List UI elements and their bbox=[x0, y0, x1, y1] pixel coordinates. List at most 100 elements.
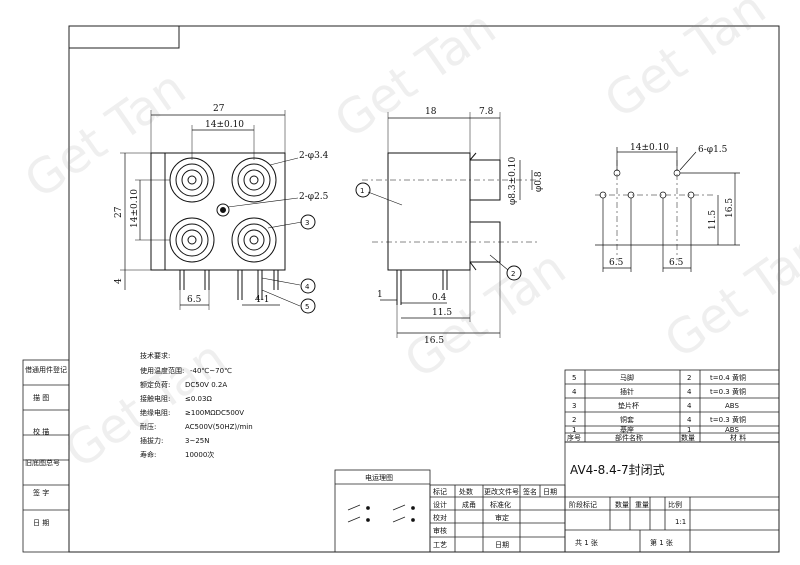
tech-note-label-1: 使用温度范围: bbox=[140, 366, 184, 375]
leader-5 bbox=[261, 289, 301, 307]
parts-row-5-qty: 1 bbox=[687, 426, 691, 434]
sign-std-4: 日期 bbox=[495, 541, 509, 549]
parts-row-3-no: 3 bbox=[572, 402, 576, 410]
tech-note-label-6: 插拔力: bbox=[140, 436, 163, 445]
rev-header-4: 签名 bbox=[523, 487, 537, 496]
callout-phi-3-4: 2-φ3.4 bbox=[299, 151, 329, 161]
parts-row-2-material: t=0.3 黄铜 bbox=[710, 387, 746, 396]
front-inner-frame bbox=[164, 152, 286, 271]
tech-note-value-6: 3~25N bbox=[185, 437, 209, 445]
rev-header-5: 日期 bbox=[543, 488, 557, 496]
pcb-layout-view bbox=[595, 147, 740, 272]
leader-phi-2-5 bbox=[227, 197, 299, 208]
front-view bbox=[120, 110, 316, 314]
center-hole bbox=[216, 203, 230, 217]
pcb-label-holes: 6-φ1.5 bbox=[698, 145, 728, 155]
tech-note-value-4: ≥100MΩDC500V bbox=[185, 409, 244, 417]
dim-label-0-4: 0.4 bbox=[432, 293, 447, 303]
pcb-label-14: 14±0.10 bbox=[630, 143, 669, 153]
dim-label-16-5: 16.5 bbox=[424, 336, 444, 346]
dim-label-7-8: 7.8 bbox=[479, 107, 494, 117]
tech-note-label-5: 耐压: bbox=[140, 422, 156, 431]
jack-bottom-left bbox=[169, 217, 215, 263]
circuit-switch-2 bbox=[347, 516, 361, 523]
left-strip-item-4: 旧底图总号 bbox=[25, 458, 60, 467]
parts-header-qty: 数量 bbox=[681, 433, 695, 442]
rev-header-2: 处数 bbox=[459, 487, 473, 496]
sheet-number: 第 1 张 bbox=[650, 538, 673, 547]
parts-row-2-name: 插针 bbox=[620, 387, 634, 396]
callout-circle-2 bbox=[506, 265, 522, 281]
leader-2 bbox=[489, 254, 509, 271]
callout-label-4: 4 bbox=[305, 283, 310, 291]
parts-row-3-name: 垫片杯 bbox=[618, 401, 639, 410]
stage-header-2: 数量 bbox=[615, 500, 629, 509]
side-body bbox=[387, 152, 471, 271]
parts-header-material: 材 料 bbox=[730, 433, 746, 442]
parts-row-3-qty: 4 bbox=[687, 402, 692, 410]
dim-label-4-left: 4 bbox=[114, 278, 124, 284]
parts-row-5-material: ABS bbox=[725, 426, 739, 434]
tech-note-label-2: 额定负荷: bbox=[140, 380, 170, 389]
side-view bbox=[355, 112, 540, 338]
dim-label-phi-8-3: φ8.3±0.10 bbox=[508, 157, 518, 205]
pcb-label-6-5-left: 6.5 bbox=[609, 258, 624, 268]
center-hole-inner bbox=[220, 207, 226, 213]
stage-header-3: 重量 bbox=[635, 501, 649, 509]
parts-header-name: 部件名称 bbox=[615, 433, 643, 442]
leader-phi-3-4 bbox=[269, 157, 299, 166]
watermark: Get Tan Get Tan Get Tan Get Tan Get Tan … bbox=[15, 0, 800, 480]
tech-note-label-3: 接触电阻: bbox=[140, 394, 170, 403]
dim-label-4-1: 4-1 bbox=[255, 295, 270, 305]
pcb-leader-holes bbox=[679, 151, 697, 171]
pcb-label-6-5-right: 6.5 bbox=[669, 258, 684, 268]
left-strip bbox=[22, 359, 70, 553]
tech-note-value-3: ≤0.03Ω bbox=[185, 395, 212, 403]
callout-circle-3 bbox=[300, 214, 316, 230]
callout-label-5: 5 bbox=[305, 303, 309, 311]
stage-header-4: 比例 bbox=[668, 500, 682, 509]
parts-row-1-no: 5 bbox=[572, 374, 576, 382]
leader-3 bbox=[267, 221, 303, 229]
parts-row-4-material: t=0.3 黄铜 bbox=[710, 415, 746, 424]
circuit-switch-1 bbox=[347, 504, 361, 511]
title-block bbox=[334, 441, 780, 553]
tech-note-value-2: DC50V 0.2A bbox=[185, 381, 227, 389]
sheet-tab-top-left bbox=[68, 25, 180, 49]
tech-note-value-5: AC500V(50HZ)/min bbox=[185, 423, 253, 431]
leader-4 bbox=[261, 277, 301, 286]
sign-std-2: 审定 bbox=[495, 513, 509, 522]
tech-notes: 技术要求: 使用温度范围: -40℃~70℃ 额定负荷: DC50V 0.2A … bbox=[140, 351, 253, 459]
product-name: AV4-8.4-7封闭式 bbox=[570, 463, 665, 477]
parts-header-no: 序号 bbox=[567, 433, 581, 442]
tech-notes-heading: 技术要求: bbox=[140, 351, 170, 360]
dim-label-27-top: 27 bbox=[213, 104, 225, 114]
jack-top-right bbox=[231, 157, 277, 203]
left-strip-item-2: 描 图 bbox=[33, 393, 49, 402]
parts-row-5-name: 基座 bbox=[620, 425, 634, 434]
circuit-switch-3 bbox=[392, 504, 406, 511]
sign-std-1: 标准化 bbox=[490, 500, 511, 509]
parts-row-1-name: 马脚 bbox=[620, 373, 634, 382]
parts-row-2-qty: 4 bbox=[687, 388, 692, 396]
dim-label-1: 1 bbox=[377, 290, 383, 300]
sheets-total: 共 1 张 bbox=[575, 538, 598, 547]
leader-1 bbox=[367, 191, 403, 206]
pcb-label-16-5: 16.5 bbox=[725, 198, 735, 218]
sign-role-1: 设计 bbox=[433, 500, 447, 509]
tech-note-value-7: 10000次 bbox=[185, 450, 214, 459]
sign-role-3: 审核 bbox=[433, 526, 447, 535]
left-strip-item-3: 校 描 bbox=[33, 427, 49, 436]
front-body bbox=[150, 152, 286, 271]
callout-label-2: 2 bbox=[511, 270, 515, 278]
callout-phi-2-5: 2-φ2.5 bbox=[299, 192, 329, 202]
parts-row-4-no: 2 bbox=[572, 416, 576, 424]
watermark-text-1: Get Tan bbox=[15, 60, 196, 210]
jack-bottom-right bbox=[231, 217, 277, 263]
parts-row-4-name: 铜套 bbox=[620, 415, 634, 424]
tech-note-label-4: 绝缘电阻: bbox=[140, 408, 170, 417]
dim-label-14-left: 14±0.10 bbox=[130, 189, 140, 228]
sign-name-1: 成甬 bbox=[462, 500, 476, 509]
callout-label-1: 1 bbox=[360, 187, 364, 195]
